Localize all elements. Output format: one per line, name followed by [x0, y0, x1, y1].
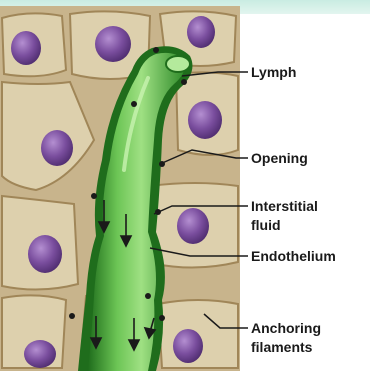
- nucleus: [24, 340, 56, 368]
- label-anchoring-line2: filaments: [251, 339, 313, 355]
- label-lymph: Lymph: [251, 64, 296, 80]
- nucleus: [11, 31, 41, 65]
- label-interstitial-line2: fluid: [251, 217, 281, 233]
- nucleus: [41, 130, 73, 166]
- vessel-opening-top: [166, 56, 190, 72]
- nucleus: [173, 329, 203, 363]
- nucleus: [188, 101, 222, 139]
- callout-labels: Lymph Opening Interstitial fluid Endothe…: [251, 64, 336, 355]
- nucleus: [28, 235, 62, 273]
- nucleus: [95, 26, 131, 62]
- label-endothelium: Endothelium: [251, 248, 336, 264]
- nucleus: [187, 16, 215, 48]
- nucleus: [177, 208, 209, 244]
- label-anchoring-line1: Anchoring: [251, 320, 321, 336]
- label-interstitial-line1: Interstitial: [251, 198, 318, 214]
- label-opening: Opening: [251, 150, 308, 166]
